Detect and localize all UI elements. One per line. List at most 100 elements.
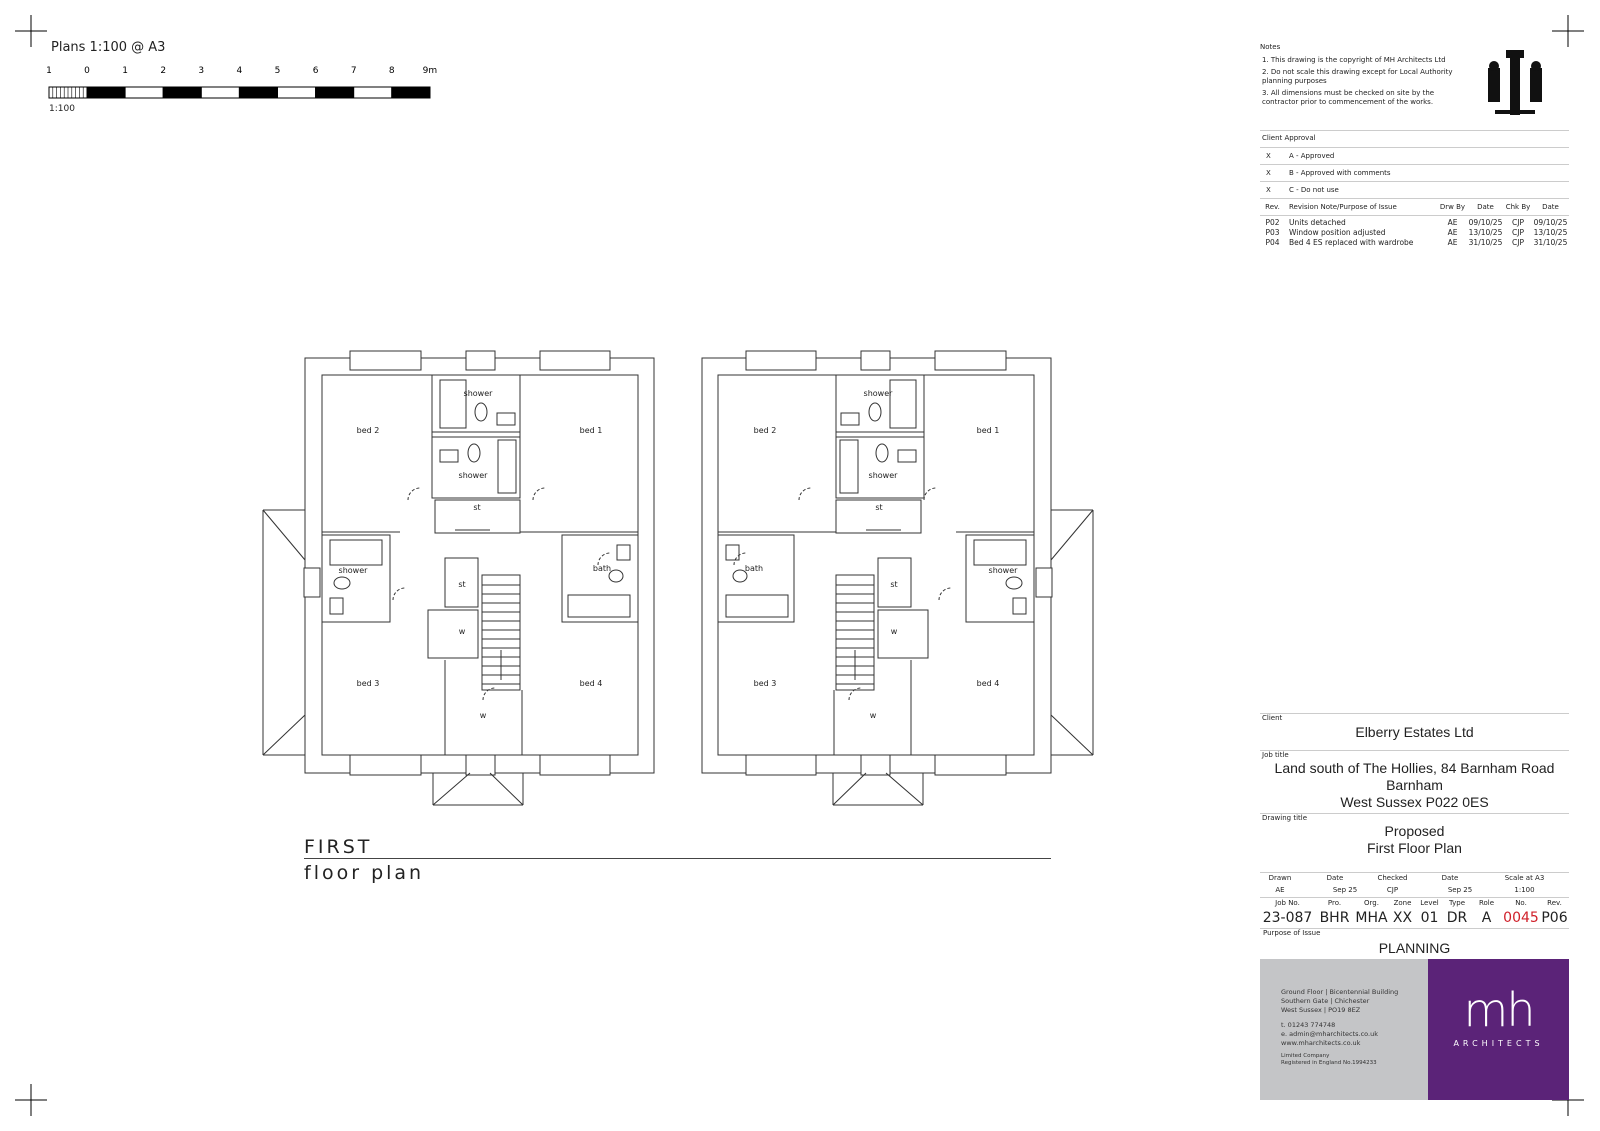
meta-header: Date <box>1441 874 1459 882</box>
room-label: shower <box>339 566 369 575</box>
drawing-title-label: Drawing title <box>1262 814 1308 822</box>
scale-tick-label: 4 <box>237 66 243 76</box>
note-item: 1. This drawing is the copyright of MH A… <box>1262 56 1446 64</box>
code-value: BHR <box>1319 910 1350 926</box>
basin <box>897 449 917 463</box>
roof-hip <box>489 772 524 806</box>
room-label: shower <box>459 471 489 480</box>
crop-mark <box>15 1084 47 1116</box>
revision-header: Rev. <box>1265 203 1280 211</box>
code-value: 0045 <box>1503 910 1539 926</box>
code-value: XX <box>1392 910 1413 926</box>
room-label: bed 3 <box>754 679 777 688</box>
basin <box>439 449 459 463</box>
approval-option-a[interactable]: A - Approved <box>1289 152 1335 160</box>
revision-cell: 13/10/25 <box>1533 228 1568 237</box>
room-label: shower <box>869 471 899 480</box>
toilet <box>333 576 351 590</box>
scale-tick-label: 9m <box>423 66 438 76</box>
shower-tray <box>839 439 859 494</box>
scale-tick-label: 5 <box>275 66 281 76</box>
crop-mark <box>15 15 47 47</box>
bath-tub <box>567 594 631 618</box>
storage-cupboard <box>835 499 922 534</box>
shower-tray <box>497 439 517 494</box>
roof-hip <box>885 772 924 806</box>
scale-segment <box>162 86 202 99</box>
website-link[interactable]: www.mharchitects.co.uk <box>1281 1039 1361 1047</box>
shower-room <box>965 534 1035 623</box>
room-label: bed 4 <box>580 679 603 688</box>
window <box>465 350 496 371</box>
room-label: shower <box>864 389 894 398</box>
address-line: Southern Gate | Chichester <box>1281 997 1370 1005</box>
meta-value: AE <box>1275 886 1285 894</box>
wardrobe <box>877 609 929 659</box>
room-label: st <box>890 580 897 589</box>
scale-segment <box>315 86 355 99</box>
basin <box>496 412 516 426</box>
notes-list: 1. This drawing is the copyright of MH A… <box>1262 56 1472 107</box>
code-value: A <box>1481 910 1492 926</box>
window <box>860 754 891 776</box>
window <box>539 350 611 371</box>
window <box>934 350 1007 371</box>
scale-segment <box>353 86 393 99</box>
shower-tray <box>973 539 1027 566</box>
roof-hip <box>262 714 306 756</box>
wardrobe <box>427 609 479 659</box>
scale-tick-label: 3 <box>198 66 204 76</box>
revision-cell: AE <box>1447 228 1458 237</box>
address-line: West Sussex | PO19 8EZ <box>1281 1006 1361 1014</box>
room-label: w <box>480 711 487 720</box>
divider <box>1260 897 1569 898</box>
bathroom <box>717 534 795 623</box>
revision-cell: Units detached <box>1289 218 1346 227</box>
code-header: Rev. <box>1547 899 1562 907</box>
basin <box>840 412 860 426</box>
meta-header: Drawn <box>1268 874 1292 882</box>
revision-cell: 13/10/25 <box>1468 228 1503 237</box>
approval-mark: X <box>1266 169 1271 177</box>
email-link[interactable]: e. admin@mharchitects.co.uk <box>1281 1030 1378 1038</box>
toilet <box>875 443 889 463</box>
revision-cell: Window position adjusted <box>1289 228 1386 237</box>
scale-tick-label: 2 <box>160 66 166 76</box>
room-label: st <box>458 580 465 589</box>
code-value: MHA <box>1355 910 1388 926</box>
room-label: shower <box>989 566 1019 575</box>
toilet <box>467 443 481 463</box>
purpose-label: Purpose of Issue <box>1263 929 1321 937</box>
divider <box>1260 813 1569 814</box>
approval-mark: X <box>1266 152 1271 160</box>
room-label: w <box>891 627 898 636</box>
revision-header: Date <box>1542 203 1559 211</box>
window <box>465 754 496 776</box>
scale-segment <box>277 86 317 99</box>
toilet <box>868 402 882 422</box>
room-label: bed 1 <box>977 426 1000 435</box>
room-label: shower <box>464 389 494 398</box>
door-swing <box>923 487 937 501</box>
divider <box>1260 181 1569 182</box>
job-title-line: Barnham <box>1386 777 1443 793</box>
revision-cell: AE <box>1447 238 1458 247</box>
room-label: bed 1 <box>580 426 603 435</box>
revision-header: Revision Note/Purpose of Issue <box>1289 203 1397 211</box>
scale-tick-label: 8 <box>389 66 395 76</box>
note-item: 3. All dimensions must be checked on sit… <box>1262 89 1435 106</box>
scale-segment <box>200 86 240 99</box>
approval-option-c[interactable]: C - Do not use <box>1289 186 1339 194</box>
scale-title: Plans 1:100 @ A3 <box>51 40 166 55</box>
meta-header: Date <box>1326 874 1344 882</box>
approval-option-b[interactable]: B - Approved with comments <box>1289 169 1391 177</box>
code-header: Pro. <box>1327 899 1342 907</box>
toilet <box>474 402 488 422</box>
client-name: Elberry Estates Ltd <box>1355 724 1474 740</box>
meta-value: CJP <box>1386 886 1399 894</box>
divider <box>1260 164 1569 165</box>
staircase <box>481 574 521 691</box>
